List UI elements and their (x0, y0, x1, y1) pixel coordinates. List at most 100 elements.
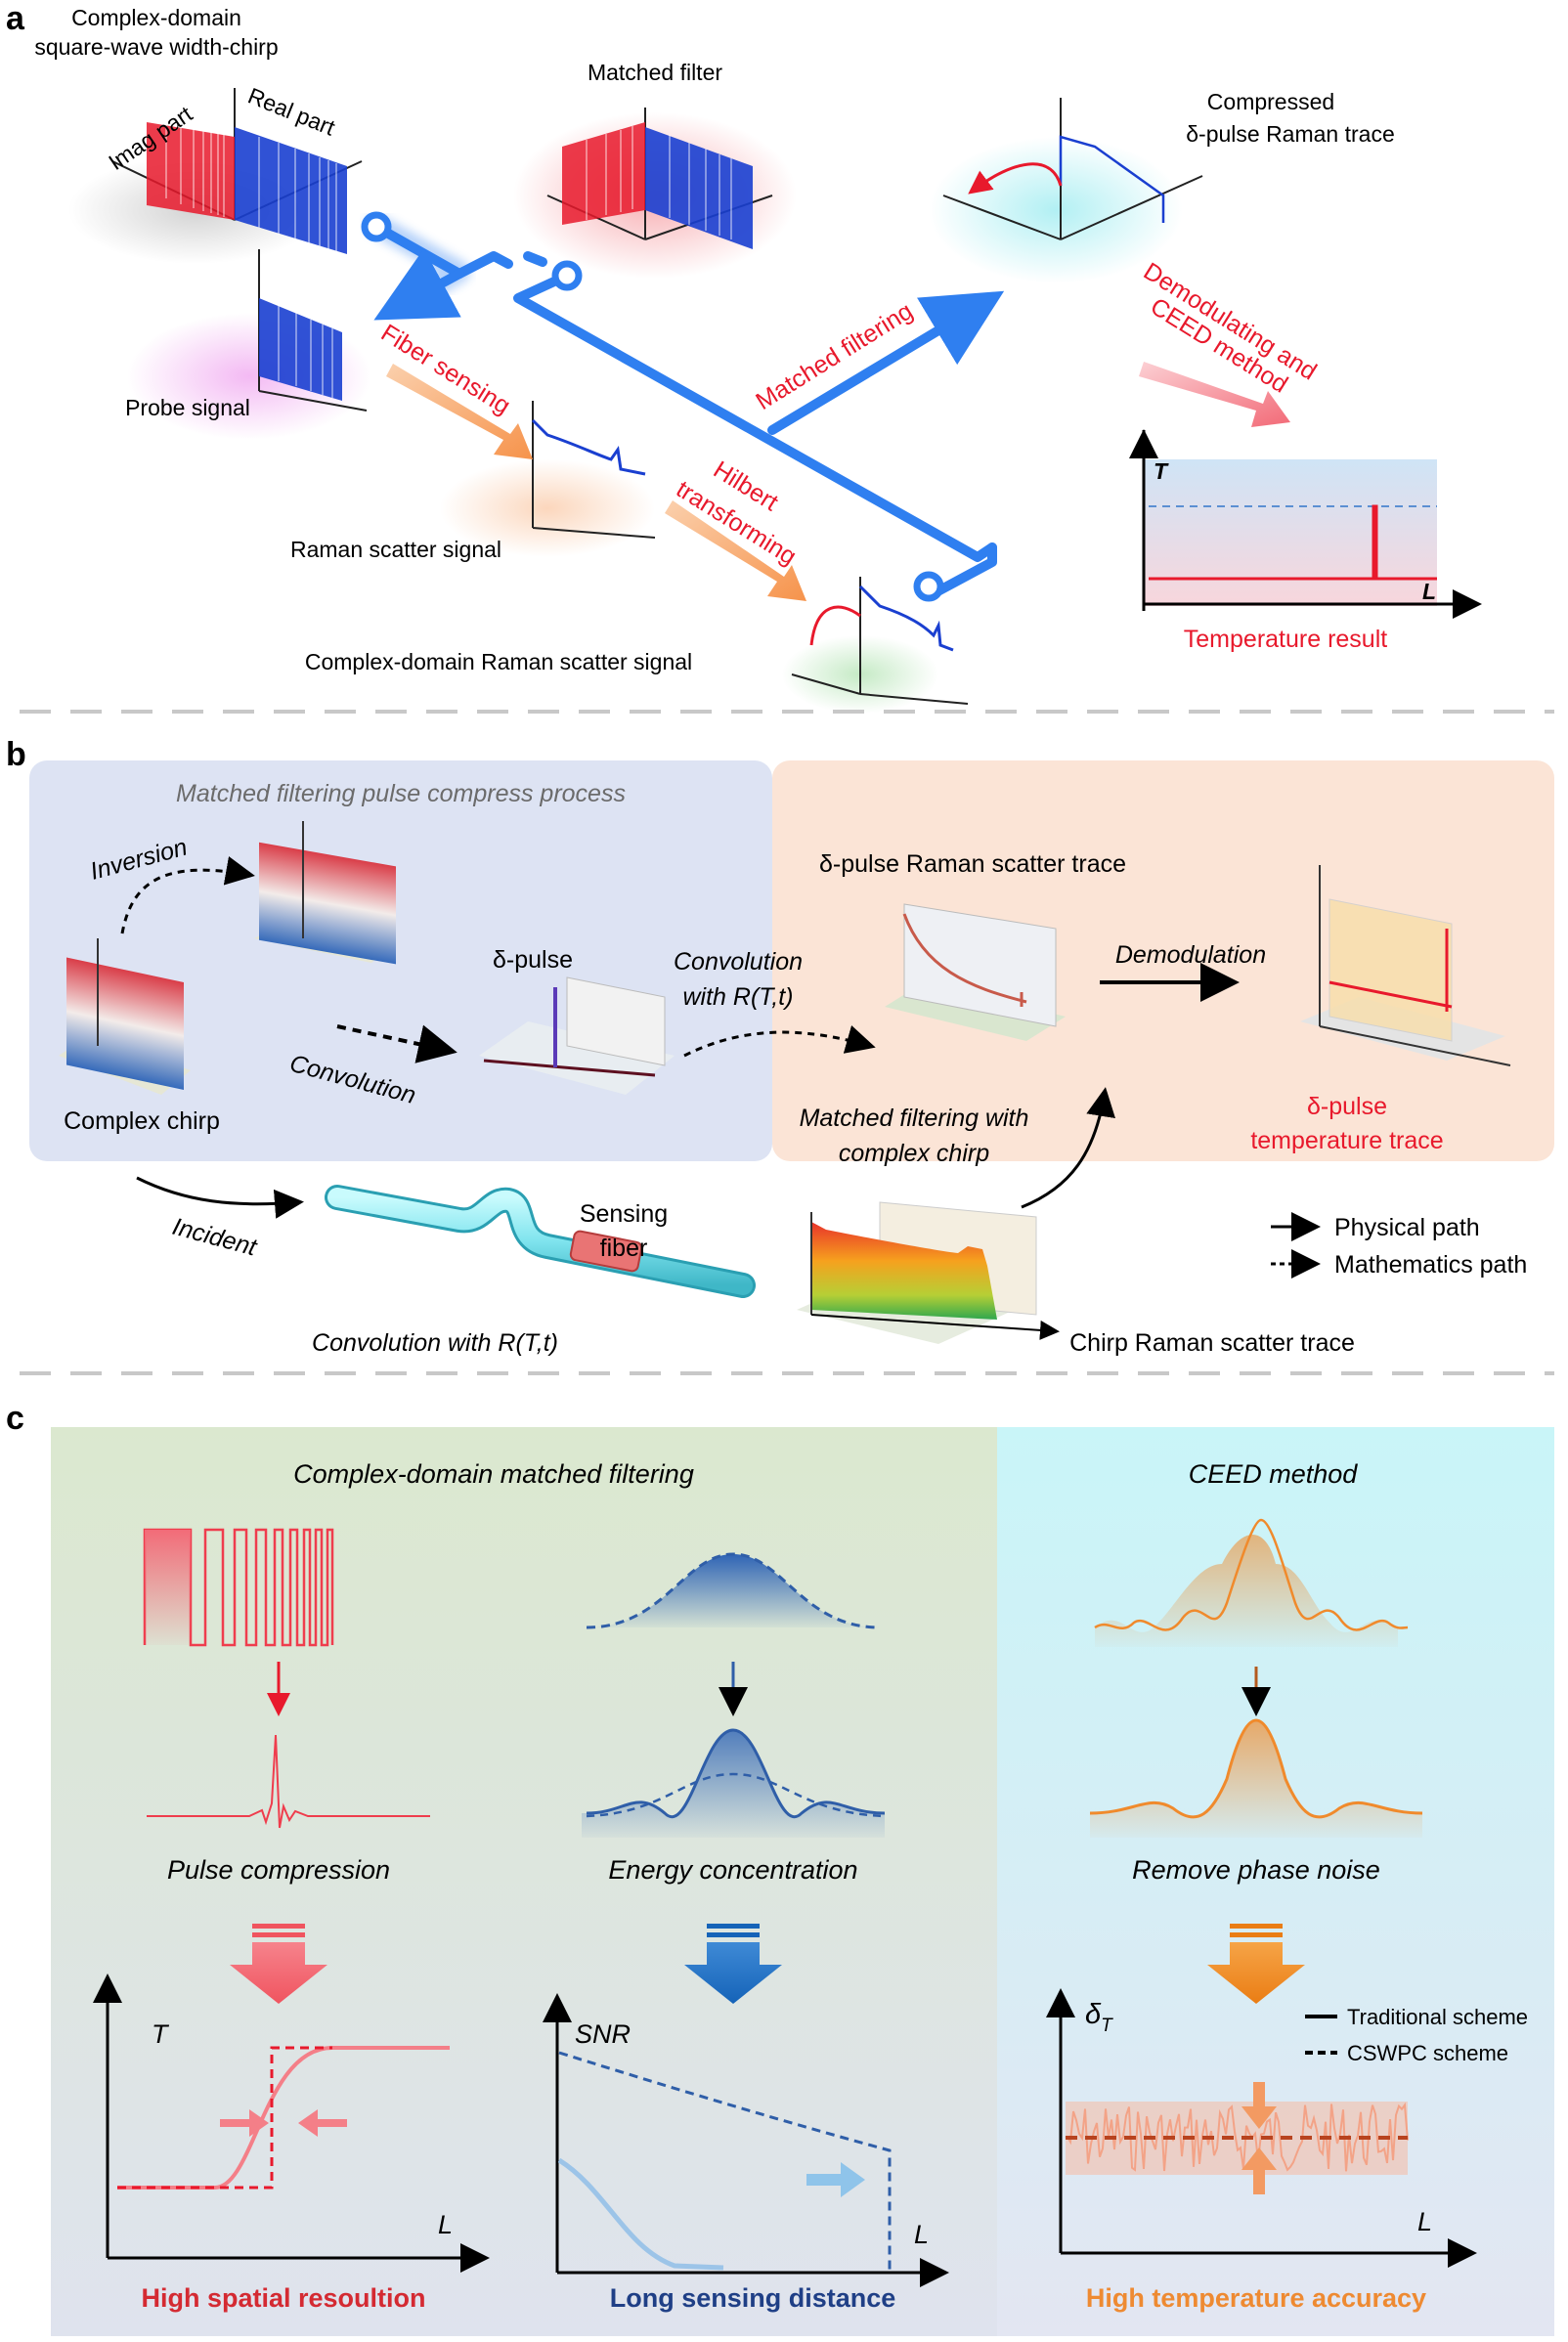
legend-math-label: Mathematics path (1334, 1251, 1527, 1279)
compressed-real-trace (1059, 135, 1165, 223)
source-title-line2: square-wave width-chirp (34, 34, 278, 60)
compressed-label-line2: δ-pulse Raman trace (1186, 121, 1395, 147)
distance-extend-arrow (806, 2162, 865, 2197)
glow-compressed (929, 137, 1183, 283)
chirp-raman-label: Chirp Raman scatter trace (1069, 1329, 1355, 1357)
panel-b: b Matched filtering pulse compress proce… (6, 736, 1554, 1357)
fat-arrow-gold (1207, 1924, 1305, 2004)
delta-pulse-label: δ-pulse (493, 946, 573, 974)
axis-snr-label: SNR (575, 2019, 631, 2049)
remove-phase-noise-label: Remove phase noise (1132, 1855, 1380, 1885)
path-filter-stub (523, 251, 547, 267)
high-temp-label: High temperature accuracy (1086, 2283, 1426, 2313)
source-title-line1: Complex-domain (71, 5, 241, 30)
delta-temp-line1: δ-pulse (1307, 1093, 1387, 1120)
square-chirp-icon (143, 1528, 334, 1647)
path-probe-branch (373, 248, 464, 321)
demod-arrow: Demodulating and CEED method (1139, 257, 1322, 427)
noise-before-icon (1094, 1518, 1409, 1647)
probe-signal-plot: Probe signal (125, 249, 368, 420)
cswpc-edge-curve (117, 2046, 332, 2190)
temperature-result-plot: T L Temperature result (1129, 429, 1476, 653)
legend-cswpc-label: CSWPC scheme (1347, 2041, 1508, 2065)
path-node-complex (913, 571, 944, 602)
legend-traditional-label: Traditional scheme (1347, 2005, 1528, 2029)
fiber-heated-section (569, 1230, 643, 1273)
chirp-raman-pointer (810, 1314, 1060, 1340)
axis-t-label: T (152, 2019, 170, 2049)
incident-label: Incident (169, 1213, 260, 1262)
matched-filter-plot: Matched filter (546, 60, 773, 249)
compressed-imag-trace (968, 162, 1063, 195)
incident-arrow (136, 1176, 304, 1219)
squeeze-arrow-right (298, 2109, 347, 2137)
pulse-compression-label: Pulse compression (167, 1855, 390, 1885)
process-box-right (772, 760, 1554, 1161)
convolution-r-line1: Convolution (674, 948, 803, 976)
complex-chirp-plot: Complex chirp (59, 938, 220, 1135)
path-matched-filtering (767, 290, 1005, 435)
probe-signal-label: Probe signal (125, 395, 250, 420)
path-main-trunk (513, 271, 997, 562)
chirp-raman-plot: Chirp Raman scatter trace (797, 1201, 1355, 1357)
complex-chirp-label: Complex chirp (64, 1107, 220, 1135)
panel-c-letter: c (6, 1400, 24, 1437)
delta-raman-label: δ-pulse Raman scatter trace (819, 850, 1126, 878)
delta-pulse-plot: δ-pulse (479, 946, 675, 1095)
fat-arrow-pink (230, 1924, 327, 2004)
delta-temp-line2: temperature trace (1250, 1127, 1443, 1154)
mf-complex-line2: complex chirp (839, 1140, 989, 1167)
path-legend: Physical path Mathematics path (1271, 1212, 1527, 1279)
squeeze-arrow-left (220, 2109, 269, 2137)
noise-after-icon (1089, 1718, 1423, 1838)
axis-l-label-2: L (914, 2220, 929, 2249)
compressed-pulse-icon (147, 1734, 430, 1829)
panel-a-letter: a (6, 0, 25, 37)
hilbert-arrow: Hilbert transforming (665, 455, 806, 601)
matched-filter-label: Matched filter (588, 60, 722, 85)
complex-raman-plot: Complex-domain Raman scatter signal (305, 577, 969, 705)
process-title: Matched filtering pulse compress process (176, 780, 626, 807)
ceed-title: CEED method (1189, 1459, 1359, 1489)
temperature-result-label: Temperature result (1184, 626, 1387, 653)
compressed-label-line1: Compressed (1207, 89, 1334, 114)
convolution-r-arrow (683, 1024, 876, 1058)
panel-c: c Complex-domain matched filtering CEED … (6, 1400, 1554, 2336)
traditional-edge-curve (117, 2046, 450, 2190)
demodulation-label: Demodulation (1115, 941, 1266, 969)
axis-l-label-1: L (438, 2210, 453, 2239)
raman-scatter-label: Raman scatter signal (290, 537, 501, 562)
fat-arrow-navy (684, 1924, 782, 2004)
spatial-resolution-plot: T L High spatial resoultion (93, 1973, 490, 2313)
energy-concentration-label: Energy concentration (608, 1855, 857, 1885)
temperature-accuracy-plot: δT L Traditional scheme CSWPC scheme Hig… (1046, 1988, 1528, 2313)
energy-after-icon (582, 1728, 886, 1838)
energy-before-icon (586, 1552, 881, 1629)
traditional-snr-curve (557, 2157, 724, 2271)
imag-part-stripes (165, 117, 225, 217)
temp-axis-t: T (1154, 458, 1169, 484)
sensing-fiber-line1: Sensing (580, 1200, 668, 1228)
mf-complex-line1: Matched filtering with (800, 1105, 1029, 1132)
accuracy-arrow-up (1241, 2147, 1277, 2194)
long-distance-label: Long sensing distance (610, 2283, 896, 2313)
traditional-noise-trace (1065, 2102, 1409, 2172)
axis-delta-label: δT (1085, 1999, 1113, 2036)
path-node-filter (551, 260, 583, 291)
delta-raman-plot: δ-pulse Raman scatter trace (819, 850, 1126, 1041)
conv-bottom-label: Convolution with R(T,t) (312, 1329, 558, 1357)
fiber-sensing-arrow: Fiber sensing (376, 319, 533, 459)
path-node-source (361, 211, 392, 242)
axis-l-label-3: L (1417, 2207, 1432, 2236)
path-to-complex (924, 542, 997, 601)
convolution-r-line2: with R(T,t) (683, 983, 794, 1011)
high-spatial-label: High spatial resoultion (141, 2283, 425, 2313)
complex-raman-label: Complex-domain Raman scatter signal (305, 649, 692, 674)
temp-axis-l: L (1422, 579, 1436, 604)
convolution-arrow (336, 1024, 457, 1063)
temperature-result-background (1144, 459, 1437, 606)
real-part-label: Real part (244, 83, 339, 141)
cmf-title: Complex-domain matched filtering (293, 1459, 694, 1489)
imag-part-wave (147, 122, 235, 220)
